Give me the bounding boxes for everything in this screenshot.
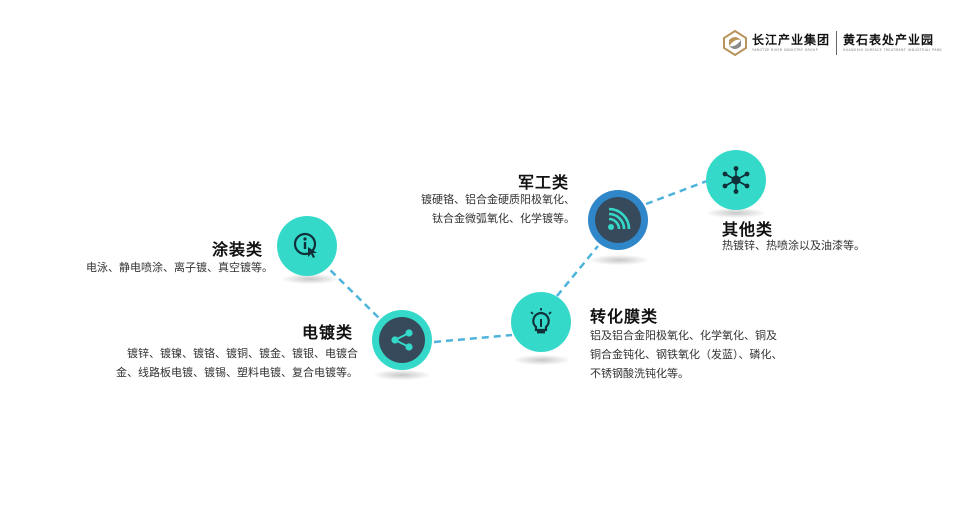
park-name-en: HUANGSHI SURFACE TREATMENT INDUSTRIAL PA… bbox=[843, 47, 943, 52]
desc-military: 镀硬铬、铝合金硬质阳极氧化、 钛合金微弧氧化、化学镀等。 bbox=[421, 190, 575, 228]
touch-info-icon bbox=[293, 232, 317, 258]
desc-line: 不锈钢酸洗钝化等。 bbox=[590, 367, 689, 380]
park-name: 黄石表处产业园 bbox=[843, 32, 935, 47]
desc-plating: 镀锌、镀镍、镀铬、镀铜、镀金、镀银、电镀合 金、线路板电镀、镀锡、塑料电镀、复合… bbox=[116, 344, 358, 382]
connector-plating-conversion bbox=[433, 333, 513, 344]
desc-coating: 电泳、静电喷涂、离子镀、真空镀等。 bbox=[86, 258, 273, 277]
node-coating bbox=[277, 216, 337, 276]
title-coating: 涂装类 bbox=[212, 240, 264, 259]
connector-coating-plating bbox=[321, 261, 384, 323]
title-other: 其他类 bbox=[722, 220, 774, 239]
wifi-signal-icon bbox=[608, 207, 631, 230]
desc-line: 铜合金钝化、钢铁氧化（发蓝）、磷化、 bbox=[590, 348, 783, 361]
desc-line: 镀硬铬、铝合金硬质阳极氧化、 bbox=[421, 193, 575, 206]
node-shadow bbox=[282, 274, 338, 284]
desc-other: 热镀锌、热喷涂以及油漆等。 bbox=[722, 236, 865, 255]
title-military: 军工类 bbox=[518, 173, 570, 192]
desc-line: 镀锌、镀镍、镀铬、镀铜、镀金、镀银、电镀合 bbox=[127, 347, 358, 360]
desc-line: 热镀锌、热喷涂以及油漆等。 bbox=[722, 239, 865, 252]
desc-line: 金、线路板电镀、镀锡、塑料电镀、复合电镀等。 bbox=[116, 366, 358, 379]
group-name: 长江产业集团 bbox=[752, 32, 831, 47]
connector-conversion-military bbox=[556, 245, 599, 297]
node-shadow bbox=[514, 355, 570, 365]
node-shadow bbox=[707, 208, 765, 218]
desc-conversion: 铝及铝合金阳极氧化、化学氧化、铜及 铜合金钝化、钢铁氧化（发蓝）、磷化、 不锈钢… bbox=[590, 326, 783, 383]
group-name-en: YANGTZE RIVER INDUSTRY GROUP bbox=[752, 47, 819, 52]
share-nodes-icon bbox=[391, 329, 413, 351]
node-plating bbox=[372, 310, 432, 370]
node-conversion bbox=[511, 292, 571, 352]
company-logo: 长江产业集团 YANGTZE RIVER INDUSTRY GROUP 黄石表处… bbox=[722, 26, 964, 60]
hub-network-icon bbox=[722, 166, 750, 194]
logo-emblem-icon bbox=[722, 29, 748, 57]
node-shadow bbox=[590, 255, 648, 265]
node-shadow bbox=[374, 370, 430, 380]
title-conversion: 转化膜类 bbox=[590, 307, 659, 326]
desc-line: 电泳、静电喷涂、离子镀、真空镀等。 bbox=[86, 261, 273, 274]
connector-military-other bbox=[645, 179, 708, 206]
logo-divider bbox=[836, 31, 838, 55]
lightbulb-icon bbox=[530, 308, 552, 334]
desc-line: 钛合金微弧氧化、化学镀等。 bbox=[432, 212, 575, 225]
title-plating: 电镀类 bbox=[302, 323, 354, 342]
node-other bbox=[706, 150, 766, 210]
node-military bbox=[588, 190, 648, 250]
desc-line: 铝及铝合金阳极氧化、化学氧化、铜及 bbox=[590, 329, 777, 342]
